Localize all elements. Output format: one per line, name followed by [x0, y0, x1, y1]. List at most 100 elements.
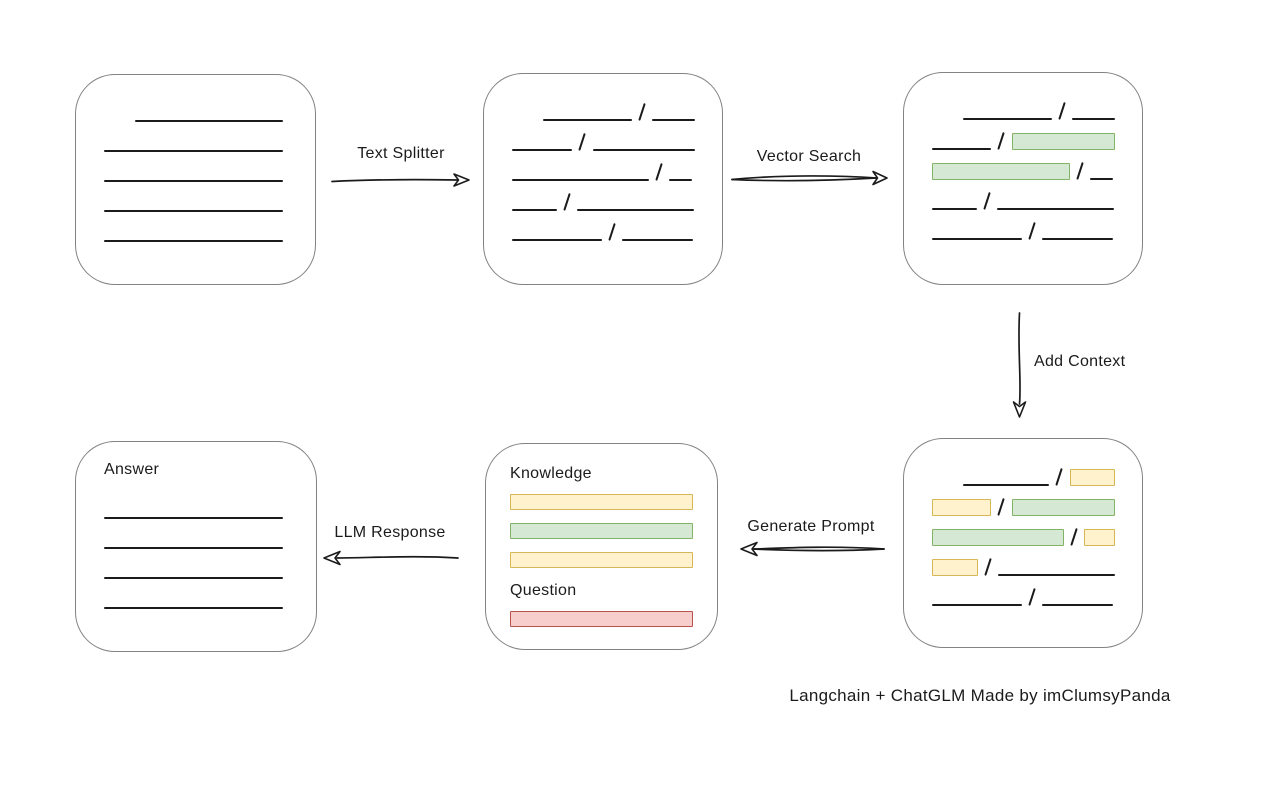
text-line [932, 148, 992, 150]
matched-chunk-lines [932, 102, 1115, 240]
text-line [963, 484, 1050, 486]
slash-separator [578, 133, 587, 151]
vector-search-label: Vector Search [756, 148, 862, 165]
chunk-row [932, 102, 1115, 120]
arrow-shaft [336, 555, 459, 559]
text-line [104, 517, 283, 519]
generate-prompt-arrow [740, 541, 885, 557]
context-chunk-lines [932, 468, 1115, 606]
text-line [577, 209, 695, 211]
slash-separator [1028, 222, 1037, 240]
arrow-shaft [1018, 312, 1021, 405]
text-line [592, 149, 695, 151]
chunk-row [104, 592, 288, 609]
chunk-row [932, 498, 1115, 516]
chunk-row [932, 132, 1115, 150]
slash-separator [638, 103, 647, 121]
knowledge-label: Knowledge [510, 465, 592, 482]
text-line [104, 180, 283, 182]
node-document [75, 74, 316, 285]
chunk-row [932, 192, 1115, 210]
question-bar [510, 611, 693, 627]
slash-separator [1076, 162, 1085, 180]
text-line [104, 240, 283, 242]
document-lines [104, 105, 288, 242]
text-line [932, 238, 1022, 240]
node-split-chunks [483, 73, 723, 285]
text-line [104, 577, 283, 579]
text-line [512, 239, 602, 241]
chunk-row [510, 552, 693, 568]
knowledge-bars [510, 494, 693, 568]
llm-response-arrow [323, 550, 459, 566]
arrowhead-right-icon [453, 173, 470, 187]
chunk-highlight-green [932, 529, 1064, 546]
chunk-highlight-yellow [932, 559, 978, 576]
arrow-shaft [753, 546, 885, 550]
slash-separator [608, 223, 617, 241]
text-line [669, 179, 693, 181]
chunk-row [512, 103, 695, 121]
arrow-shaft [731, 175, 877, 181]
chunk-row [104, 195, 288, 212]
slash-separator [1070, 528, 1079, 546]
chunk-row [104, 165, 288, 182]
arrowhead-left-icon [740, 541, 758, 557]
credit-text: Langchain + ChatGLM Made by imClumsyPand… [789, 686, 1171, 705]
arrow-shaft [753, 548, 885, 552]
answer-lines [104, 502, 288, 609]
arrow-shaft [331, 178, 458, 183]
add-context-arrow [1012, 312, 1027, 418]
question-label: Question [510, 582, 577, 599]
chunk-row [104, 105, 288, 122]
text-line [932, 208, 977, 210]
chunk-row [512, 163, 695, 181]
chunk-highlight-green [1011, 499, 1115, 516]
chunk-row [104, 225, 288, 242]
chunk-row [932, 588, 1115, 606]
chunk-highlight-yellow [510, 494, 693, 510]
chunk-row [510, 611, 693, 627]
chunk-row [510, 523, 693, 539]
chunk-row [512, 223, 695, 241]
chunk-highlight-green [932, 163, 1070, 180]
chunk-highlight-green [510, 523, 693, 539]
slash-separator [563, 193, 572, 211]
text-line [104, 150, 283, 152]
text-line [1090, 178, 1114, 180]
text-line [1072, 118, 1115, 120]
slash-separator [1058, 102, 1067, 120]
llm-response-label: LLM Response [334, 524, 446, 541]
arrowhead-left-icon [323, 550, 341, 566]
text-line [963, 118, 1053, 120]
arrowhead-right-icon [872, 170, 888, 186]
arrowhead-down-icon [1012, 401, 1027, 418]
chunk-row [104, 135, 288, 152]
text-line [1042, 238, 1114, 240]
chunk-row [104, 532, 288, 549]
slash-separator [655, 163, 664, 181]
chunk-highlight-red [510, 611, 693, 627]
chunk-row [510, 494, 693, 510]
chunk-row [104, 562, 288, 579]
text-line [543, 119, 633, 121]
slash-separator [997, 132, 1006, 150]
chunk-row [932, 468, 1115, 486]
chunk-highlight-green [1011, 133, 1115, 150]
node-prompt: Knowledge Question [485, 443, 718, 650]
slash-separator [983, 192, 992, 210]
add-context-label: Add Context [1034, 353, 1126, 370]
chunk-row [932, 528, 1115, 546]
slash-separator [1028, 588, 1037, 606]
chunk-highlight-yellow [1069, 469, 1115, 486]
text-line [652, 119, 695, 121]
text-line [622, 239, 694, 241]
slash-separator [1055, 468, 1064, 486]
slash-separator [997, 498, 1006, 516]
text-line [104, 607, 283, 609]
text-line [135, 120, 283, 122]
slash-separator [984, 558, 993, 576]
chunk-row [512, 133, 695, 151]
chunk-row [104, 502, 288, 519]
